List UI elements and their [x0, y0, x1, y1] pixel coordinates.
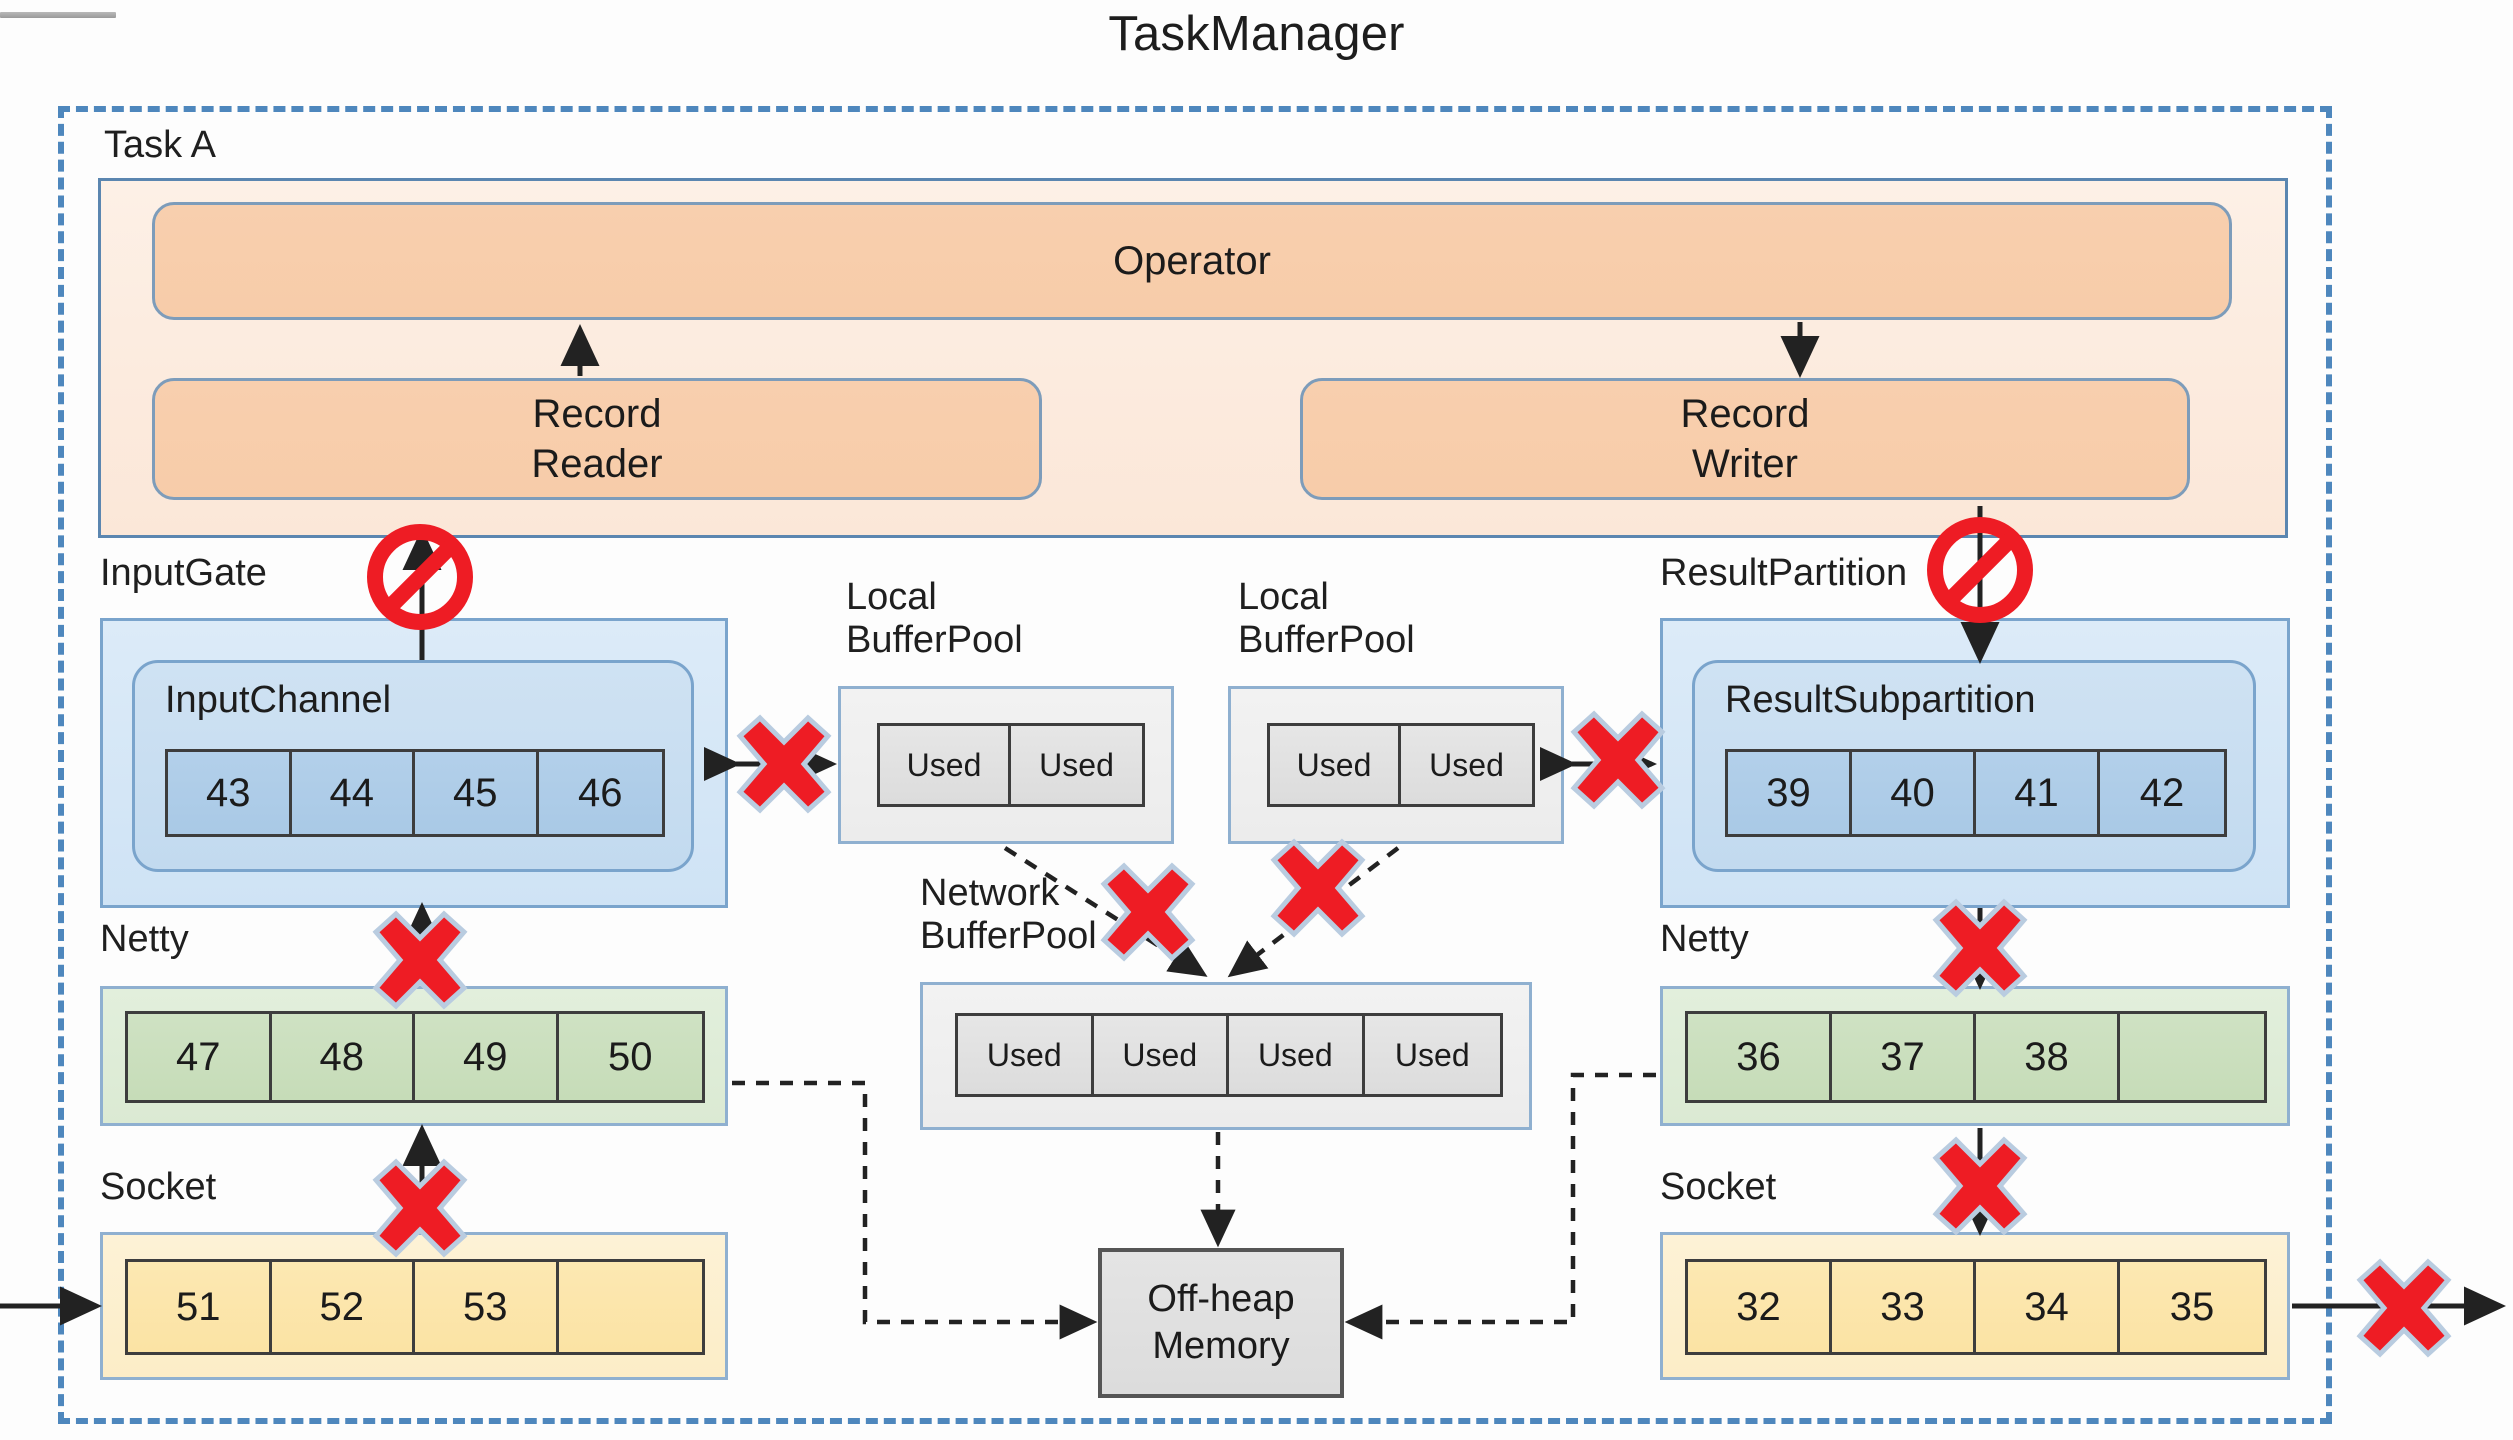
local-bufferpool-right-container[interactable]: Used Used: [1228, 686, 1564, 844]
operator-box[interactable]: Operator: [152, 202, 2232, 320]
left-netty-container[interactable]: 47 48 49 50: [100, 986, 728, 1126]
top-edge-artifact: [0, 12, 116, 18]
input-channel-container[interactable]: InputChannel 43 44 45 46: [132, 660, 694, 872]
buffer-cell[interactable]: 44: [291, 752, 416, 834]
taskmanager-boundary: [58, 106, 2332, 1424]
network-bufferpool-container[interactable]: Used Used Used Used: [920, 982, 1532, 1130]
buffer-cell[interactable]: 40: [1852, 752, 1976, 834]
buffer-slot[interactable]: Used: [1011, 726, 1142, 804]
input-channel-label: InputChannel: [165, 679, 392, 721]
left-socket-label: Socket: [100, 1166, 217, 1208]
buffer-cell-empty[interactable]: [558, 1262, 703, 1352]
buffer-cell[interactable]: 35: [2120, 1262, 2264, 1352]
buffer-cell[interactable]: 34: [1976, 1262, 2120, 1352]
buffer-cell[interactable]: 42: [2100, 752, 2224, 834]
local-bufferpool-left-label: Local BufferPool: [846, 576, 1023, 661]
buffer-cell[interactable]: 50: [558, 1014, 703, 1100]
buffer-slot[interactable]: Used: [1270, 726, 1402, 804]
buffer-slot[interactable]: Used: [1229, 1016, 1365, 1094]
buffer-cell[interactable]: 39: [1728, 752, 1852, 834]
buffer-cell[interactable]: 49: [415, 1014, 559, 1100]
record-writer-box[interactable]: Record Writer: [1300, 378, 2190, 500]
buffer-cell[interactable]: 43: [168, 752, 292, 834]
network-bufferpool-slots: Used Used Used Used: [955, 1013, 1503, 1097]
right-netty-container[interactable]: 36 37 38: [1660, 986, 2290, 1126]
left-socket-buffer-strip: 51 52 53: [125, 1259, 705, 1355]
local-bufferpool-right-slots: Used Used: [1267, 723, 1535, 807]
local-bufferpool-right-label: Local BufferPool: [1238, 576, 1415, 661]
buffer-cell[interactable]: 37: [1832, 1014, 1976, 1100]
local-bufferpool-left-container[interactable]: Used Used: [838, 686, 1174, 844]
buffer-cell[interactable]: 47: [128, 1014, 272, 1100]
buffer-slot[interactable]: Used: [958, 1016, 1094, 1094]
buffer-slot[interactable]: Used: [1364, 1016, 1501, 1094]
result-subpartition-buffer-strip: 39 40 41 42: [1725, 749, 2227, 837]
record-reader-box[interactable]: Record Reader: [152, 378, 1042, 500]
buffer-cell[interactable]: 45: [415, 752, 539, 834]
result-partition-label: ResultPartition: [1660, 552, 1908, 594]
buffer-cell[interactable]: 38: [1976, 1014, 2120, 1100]
right-netty-label: Netty: [1660, 918, 1749, 960]
result-subpartition-label: ResultSubpartition: [1725, 679, 2036, 721]
right-netty-buffer-strip: 36 37 38: [1685, 1011, 2267, 1103]
left-netty-label: Netty: [100, 918, 189, 960]
right-socket-label: Socket: [1660, 1166, 1777, 1208]
buffer-slot[interactable]: Used: [880, 726, 1012, 804]
input-gate-label: InputGate: [100, 552, 267, 594]
buffer-cell[interactable]: 41: [1976, 752, 2100, 834]
buffer-cell[interactable]: 33: [1832, 1262, 1976, 1352]
right-socket-buffer-strip: 32 33 34 35: [1685, 1259, 2267, 1355]
input-channel-buffer-strip: 43 44 45 46: [165, 749, 665, 837]
off-heap-memory-box[interactable]: Off-heap Memory: [1098, 1248, 1344, 1398]
buffer-cell[interactable]: 51: [128, 1262, 272, 1352]
left-socket-container[interactable]: 51 52 53: [100, 1232, 728, 1380]
buffer-cell[interactable]: 53: [415, 1262, 559, 1352]
buffer-cell[interactable]: 48: [271, 1014, 416, 1100]
left-netty-buffer-strip: 47 48 49 50: [125, 1011, 705, 1103]
buffer-slot[interactable]: Used: [1093, 1016, 1230, 1094]
blocked-x-icon: [2356, 1258, 2452, 1358]
buffer-cell[interactable]: 32: [1688, 1262, 1832, 1352]
network-bufferpool-label: Network BufferPool: [920, 872, 1097, 957]
right-socket-container[interactable]: 32 33 34 35: [1660, 1232, 2290, 1380]
task-a-label: Task A: [104, 124, 216, 166]
buffer-slot[interactable]: Used: [1401, 726, 1532, 804]
buffer-cell[interactable]: 36: [1688, 1014, 1832, 1100]
page-title: TaskManager: [1108, 7, 1405, 61]
result-subpartition-container[interactable]: ResultSubpartition 39 40 41 42: [1692, 660, 2256, 872]
buffer-cell[interactable]: 52: [271, 1262, 416, 1352]
buffer-cell[interactable]: 46: [538, 752, 663, 834]
local-bufferpool-left-slots: Used Used: [877, 723, 1145, 807]
buffer-cell-empty[interactable]: [2120, 1014, 2264, 1100]
